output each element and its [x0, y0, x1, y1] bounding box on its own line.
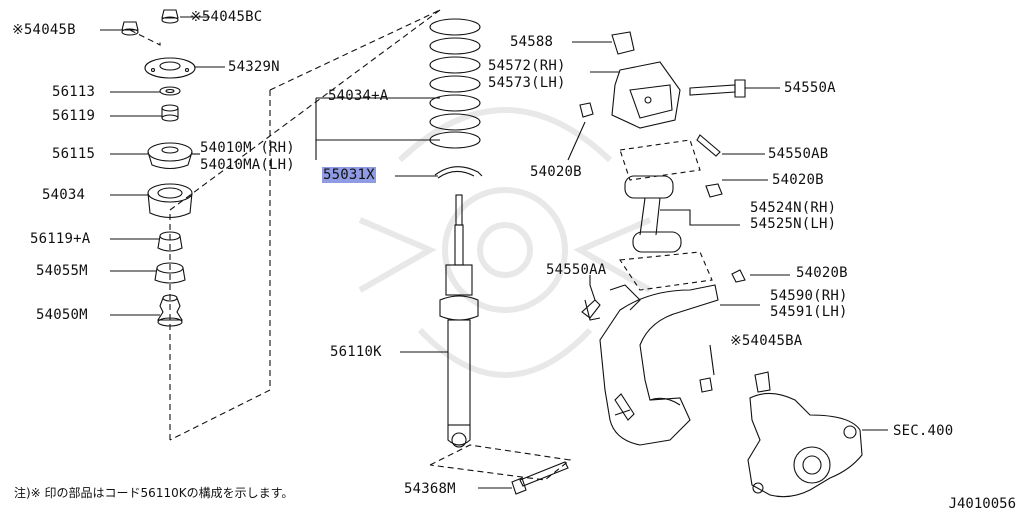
- label-54034a: 54034+A: [328, 88, 389, 104]
- label-54329n: 54329N: [228, 59, 280, 75]
- label-54020b-right: 54020B: [772, 172, 824, 188]
- upper-mount-stack: [121, 9, 196, 327]
- link-arm: [619, 139, 740, 291]
- label-54010ma: 54010MA(LH): [200, 157, 295, 173]
- footnote: 注)※ 印の部品はコード56110Kの構成を示します。: [14, 486, 294, 500]
- label-54010m: 54010M (RH): [200, 140, 295, 156]
- mount-bracket: [567, 31, 780, 198]
- label-54045bc: ※54045BC: [190, 9, 263, 25]
- label-56110k: 56110K: [330, 344, 382, 360]
- label-54588: 54588: [510, 34, 554, 50]
- highlighted-part-55031x[interactable]: 55031X: [322, 167, 376, 183]
- label-56113: 56113: [52, 84, 96, 100]
- label-54572: 54572(RH): [488, 58, 566, 74]
- label-54550ab: 54550AB: [768, 146, 829, 162]
- label-56119: 56119: [52, 108, 96, 124]
- label-54573: 54573(LH): [488, 75, 566, 91]
- label-54524n: 54524N(RH): [750, 200, 837, 216]
- label-54590: 54590(RH): [770, 288, 848, 304]
- label-54591: 54591(LH): [770, 304, 848, 320]
- label-54550a: 54550A: [784, 80, 836, 96]
- spring-bracket: [315, 97, 440, 177]
- shock-absorber: [400, 194, 479, 448]
- label-54055m: 54055M: [36, 263, 88, 279]
- label-54050m: 54050M: [36, 307, 88, 323]
- label-56119a: 56119+A: [30, 231, 91, 247]
- label-54368m: 54368M: [404, 481, 456, 497]
- label-54020b-upper: 54020B: [530, 164, 582, 180]
- label-54034: 54034: [42, 187, 86, 203]
- label-54045ba: ※54045BA: [730, 333, 803, 349]
- label-55031x[interactable]: 55031X: [322, 167, 376, 183]
- label-54045b: ※54045B: [12, 22, 76, 38]
- drawing-code: J4010056: [948, 496, 1016, 512]
- lower-arm: [581, 269, 790, 446]
- label-54525n: 54525N(LH): [750, 216, 837, 232]
- coil-spring: [429, 18, 483, 179]
- watermark-emblem: [358, 107, 652, 378]
- label-sec400: SEC.400: [893, 423, 954, 439]
- left-leaders: [100, 16, 225, 316]
- label-56115: 56115: [52, 146, 96, 162]
- dashed-frame: [129, 9, 441, 441]
- label-54020b-lower: 54020B: [796, 265, 848, 281]
- lower-bolt: [429, 444, 572, 495]
- label-54550aa: 54550AA: [546, 262, 607, 278]
- steering-knuckle: [747, 371, 888, 498]
